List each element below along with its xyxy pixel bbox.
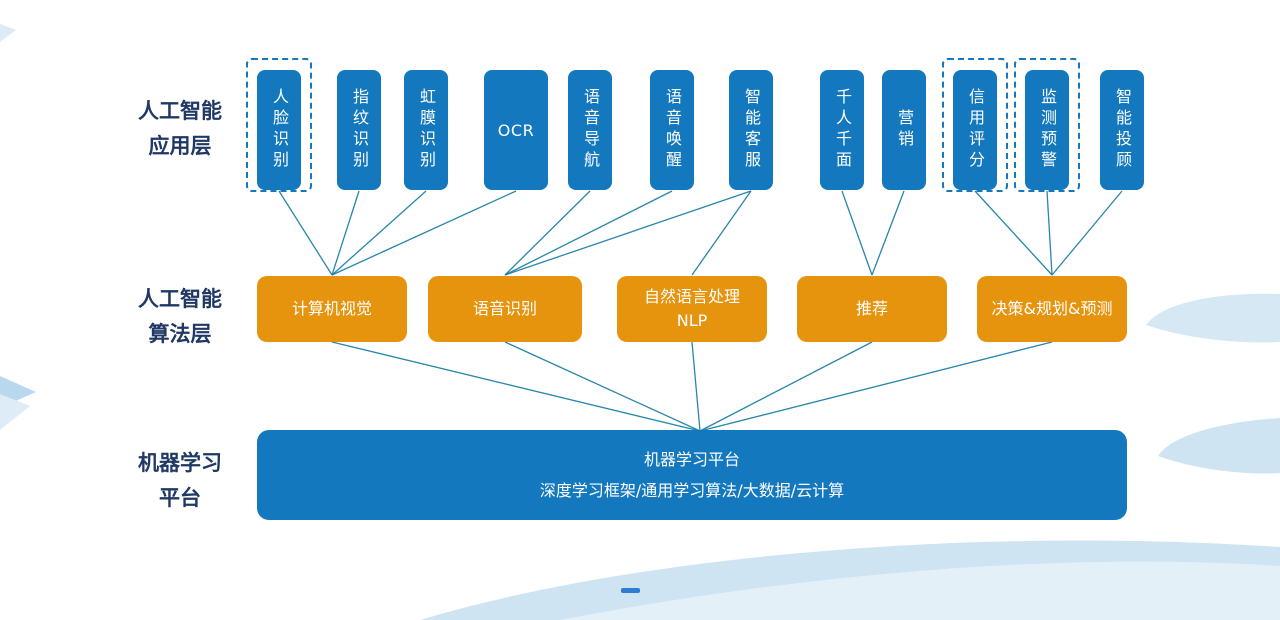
app-box-fingerprint-label: 指纹识别 — [350, 88, 369, 172]
label-platform-layer-line1: 机器学习 — [138, 451, 222, 475]
algo-box-cv-label: 计算机视觉 — [291, 299, 372, 318]
algo-box-nlp: 自然语言处理 NLP — [617, 276, 767, 342]
app-box-voice-nav-label: 语音导航 — [581, 88, 600, 172]
app-box-personalization: 千人千面 — [820, 70, 864, 190]
dashed-frame-credit-score — [942, 58, 1008, 192]
label-app-layer-line2: 应用层 — [148, 134, 212, 158]
edge-asr-to-platform — [504, 341, 701, 432]
app-box-monitoring-label: 监测预警 — [1038, 88, 1057, 172]
app-box-marketing: 营销 — [882, 70, 926, 190]
app-box-fingerprint: 指纹识别 — [337, 70, 381, 190]
edge-fingerprint-to-cv — [331, 190, 360, 276]
label-platform-layer-line2: 平台 — [159, 486, 201, 510]
decor-bottom-swoosh-light — [560, 561, 1280, 620]
platform-box: 机器学习平台 深度学习框架/通用学习算法/大数据/云计算 — [257, 430, 1127, 520]
decor-left-chevron-light — [0, 394, 30, 430]
app-box-voice-nav: 语音导航 — [568, 70, 612, 190]
app-box-credit-score: 信用评分 — [953, 70, 997, 190]
app-box-customer-service: 智能客服 — [729, 70, 773, 190]
dashed-frame-monitoring — [1014, 58, 1080, 192]
app-box-face: 人脸识别 — [257, 70, 301, 190]
edge-nlp-to-platform — [691, 341, 701, 432]
algo-box-asr-label: 语音识别 — [472, 299, 537, 318]
bottom-dash-decor — [621, 588, 640, 593]
edge-robo-advisor-to-decision — [1051, 190, 1123, 276]
platform-box-title: 机器学习平台 — [643, 450, 740, 469]
app-box-personalization-label: 千人千面 — [833, 88, 852, 172]
edge-recommend-to-platform — [699, 341, 873, 432]
algo-box-asr: 语音识别 — [428, 276, 582, 342]
label-algo-layer-line1: 人工智能 — [138, 287, 222, 311]
algo-box-cv: 计算机视觉 — [257, 276, 407, 342]
label-algo-layer-line2: 算法层 — [148, 322, 212, 346]
edge-cv-to-platform — [331, 341, 701, 432]
app-box-credit-score-label: 信用评分 — [966, 88, 985, 172]
algo-box-recommend: 推荐 — [797, 276, 947, 342]
app-box-customer-service-label: 智能客服 — [742, 88, 761, 172]
app-box-iris-label: 虹膜识别 — [417, 88, 436, 172]
edge-voice-nav-to-asr — [504, 190, 591, 276]
dashed-frame-face — [246, 58, 312, 192]
algo-box-decision: 决策&规划&预测 — [977, 276, 1127, 342]
app-box-ocr-label: OCR — [497, 120, 535, 140]
edge-monitoring-to-decision — [1046, 190, 1053, 276]
app-box-voice-wake: 语音唤醒 — [650, 70, 694, 190]
app-box-voice-wake-label: 语音唤醒 — [663, 88, 682, 172]
edge-customer-service-to-asr — [504, 190, 752, 276]
edge-iris-to-cv — [331, 190, 427, 276]
edge-decision-to-platform — [699, 341, 1053, 432]
edge-marketing-to-recommend — [871, 190, 905, 276]
app-box-robo-advisor: 智能投顾 — [1100, 70, 1144, 190]
label-app-layer-line1: 人工智能 — [138, 99, 222, 123]
algo-box-nlp-label2: NLP — [676, 311, 708, 330]
edge-face-to-cv — [278, 190, 333, 276]
decor-topleft-shape — [0, 24, 16, 42]
edge-credit-score-to-decision — [974, 190, 1053, 276]
platform-box-subtitle: 深度学习框架/通用学习算法/大数据/云计算 — [539, 481, 845, 500]
edge-voice-wake-to-asr — [504, 190, 673, 276]
app-box-marketing-label: 营销 — [895, 109, 914, 151]
algo-box-recommend-label: 推荐 — [855, 299, 888, 318]
decor-right-upper-shape — [1146, 293, 1280, 343]
app-box-iris: 虹膜识别 — [404, 70, 448, 190]
edge-personalization-to-recommend — [841, 190, 873, 276]
algo-box-decision-label: 决策&规划&预测 — [991, 299, 1113, 318]
label-app-layer: 人工智能 应用层 — [118, 94, 242, 164]
decor-right-lower-shape — [1158, 418, 1280, 474]
app-box-face-label: 人脸识别 — [270, 88, 289, 172]
label-platform-layer: 机器学习 平台 — [118, 446, 242, 516]
algo-box-nlp-label: 自然语言处理 — [643, 287, 740, 306]
app-box-ocr: OCR — [484, 70, 548, 190]
edge-ocr-to-cv — [331, 190, 517, 276]
edge-customer-service-to-nlp — [691, 190, 752, 276]
app-box-robo-advisor-label: 智能投顾 — [1113, 88, 1132, 172]
app-box-monitoring: 监测预警 — [1025, 70, 1069, 190]
label-algo-layer: 人工智能 算法层 — [118, 282, 242, 352]
